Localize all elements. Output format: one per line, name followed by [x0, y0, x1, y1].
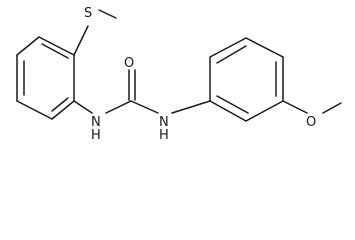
chemical-structure-diagram: S O N H N H O — [16, 6, 342, 142]
right-nh-nitrogen-label: N — [159, 115, 169, 130]
methoxy-group: O — [282, 100, 342, 130]
left-benzene-ring — [16, 36, 75, 120]
sulfur-atom-label: S — [84, 6, 92, 21]
carbonyl-oxygen-label: O — [124, 56, 134, 71]
right-benzene-ring — [171, 37, 284, 122]
urea-linker: O N H N H — [73, 56, 169, 142]
left-nh-nitrogen-label: N — [91, 115, 101, 130]
right-nh-hydrogen-label: H — [159, 128, 169, 142]
methylthio-group: S — [73, 6, 117, 56]
methoxy-oxygen-label: O — [306, 115, 316, 130]
left-nh-hydrogen-label: H — [91, 128, 101, 142]
